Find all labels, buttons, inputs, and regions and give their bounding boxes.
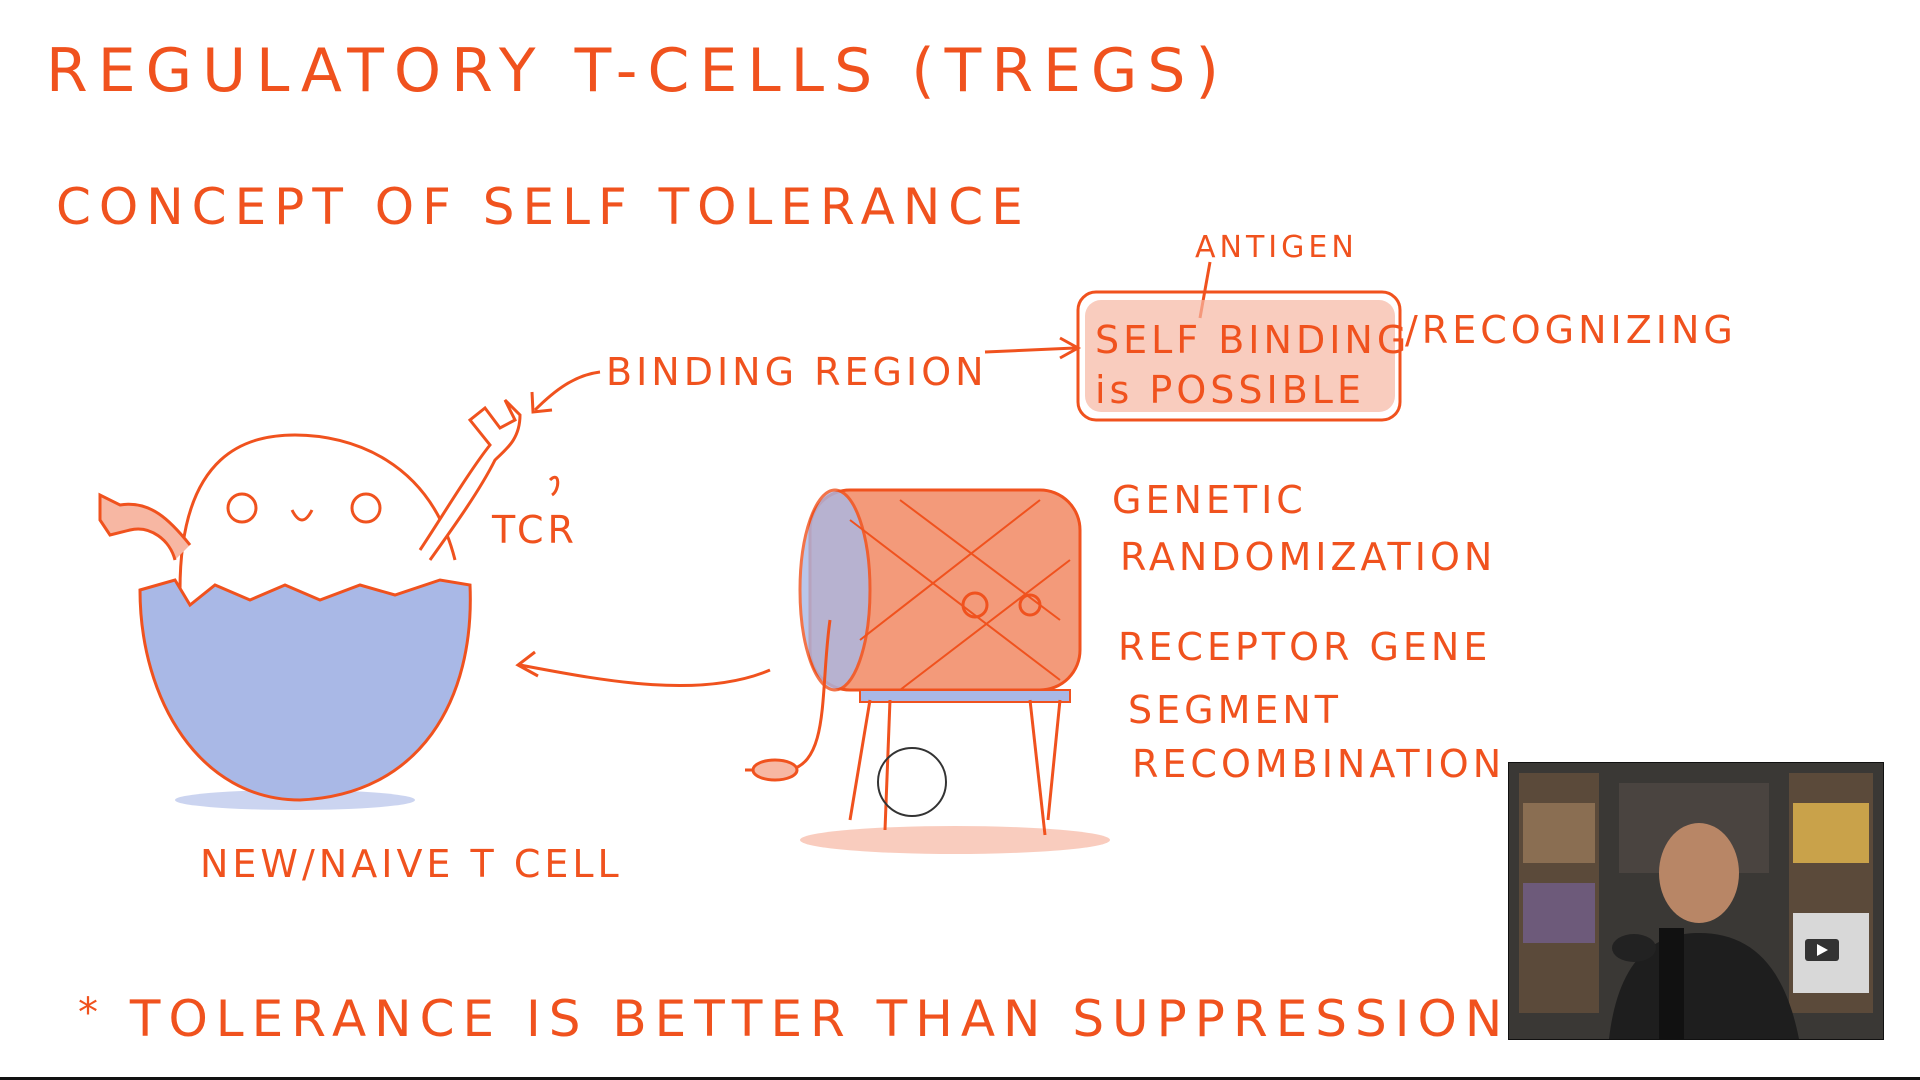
- recombination-label: RECOMBINATION: [1132, 742, 1506, 786]
- segment-label: SEGMENT: [1128, 688, 1343, 732]
- receptor-gene-label: RECEPTOR GENE: [1118, 625, 1492, 669]
- presenter-video-pip[interactable]: [1508, 762, 1884, 1040]
- bottom-edge-bar: [0, 1077, 1920, 1080]
- presenter-video-scene: [1509, 763, 1883, 1039]
- recognizing-label: /RECOGNIZING: [1405, 308, 1737, 352]
- page-title: REGULATORY T-CELLS (TREGS): [46, 36, 1229, 106]
- tcr-label: TCR: [492, 508, 578, 552]
- self-binding-line2: is POSSIBLE: [1095, 368, 1365, 412]
- arrows: [515, 261, 1212, 687]
- footer-statement: * TOLERANCE IS BETTER THAN SUPPRESSION: [78, 990, 1510, 1048]
- antigen-label: ANTIGEN: [1195, 230, 1358, 265]
- footer-asterisk: *: [78, 990, 106, 1036]
- play-icon[interactable]: [1805, 939, 1839, 961]
- lottery-drum-drawing: [745, 488, 1110, 854]
- randomization-label: RANDOMIZATION: [1120, 535, 1497, 579]
- genetic-label: GENETIC: [1112, 478, 1307, 522]
- naive-t-cell-drawing: [98, 398, 560, 810]
- self-binding-box: [1076, 290, 1402, 422]
- self-binding-line1: SELF BINDING: [1095, 318, 1411, 362]
- page-subtitle: CONCEPT OF SELF TOLERANCE: [56, 178, 1031, 236]
- binding-region-label: BINDING REGION: [606, 350, 988, 394]
- footer-text: TOLERANCE IS BETTER THAN SUPPRESSION: [129, 990, 1511, 1048]
- circle-cursor-icon: [877, 747, 947, 817]
- naive-t-cell-label: NEW/NAIVE T CELL: [200, 842, 623, 886]
